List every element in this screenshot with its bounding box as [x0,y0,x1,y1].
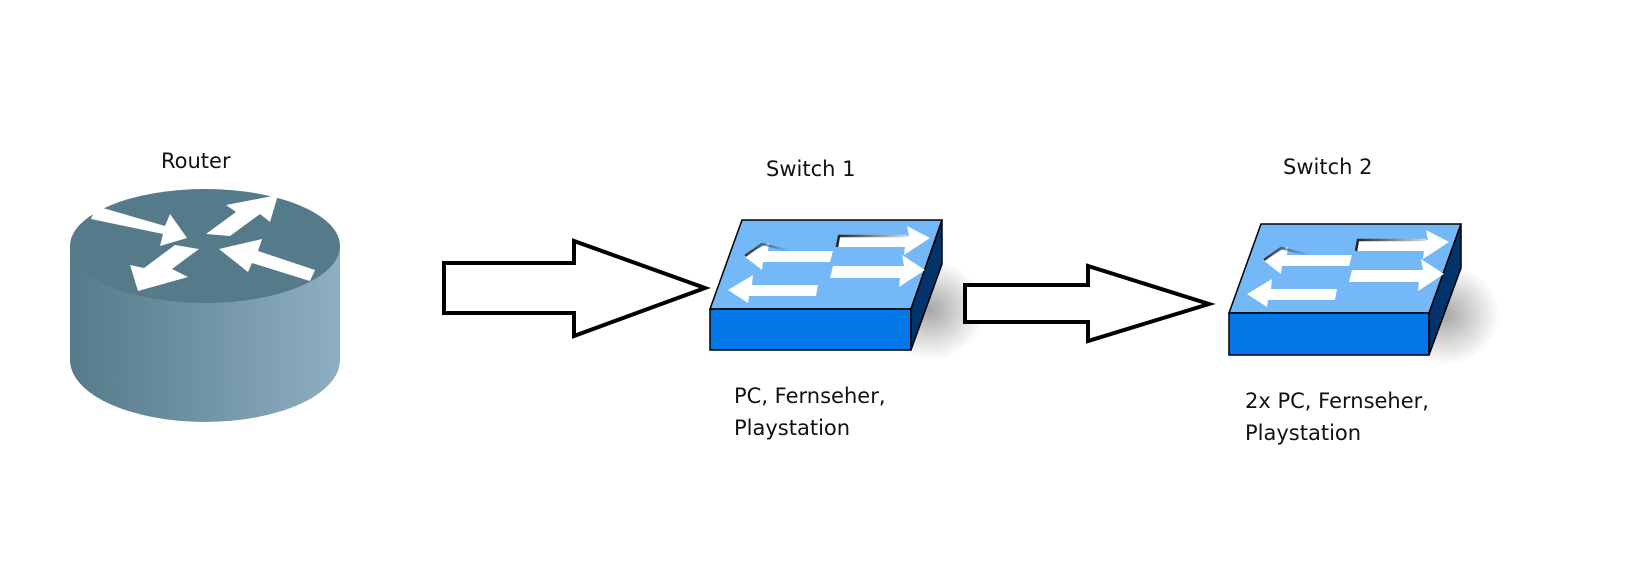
switch2-icon[interactable] [1227,223,1500,365]
router-top [70,189,340,303]
router-arrows-icon [91,195,315,291]
switch2-arrows-icon [1247,230,1449,307]
switch1-gloss-left [744,242,791,258]
switch2-label: Switch 2 [1283,155,1373,179]
switch2-description: 2x PC, Fernseher, Playstation [1245,385,1429,449]
switch2-side [1428,223,1462,356]
switch1-description-line: Playstation [734,416,851,440]
arrow-router-to-switch1 [442,238,711,339]
switch1-side [910,219,943,351]
switch1-gloss-right [835,234,907,248]
switch1-icon[interactable] [708,219,985,360]
arrow-switch1-to-switch2 [963,263,1216,344]
switch2-description-line: Playstation [1245,421,1362,445]
switch1-description-line: PC, Fernseher, [734,384,886,408]
switch1-label: Switch 1 [766,157,856,181]
switch1-arrows-icon [728,226,930,303]
switch1-front [709,308,912,351]
router-icon[interactable] [70,189,340,422]
router-label: Router [161,149,231,173]
switch2-gloss-right [1354,238,1426,252]
switch2-description-line: 2x PC, Fernseher, [1245,389,1429,413]
switch2-front [1228,312,1430,356]
switch1-description: PC, Fernseher, Playstation [734,380,886,444]
switch2-gloss-left [1263,246,1310,262]
